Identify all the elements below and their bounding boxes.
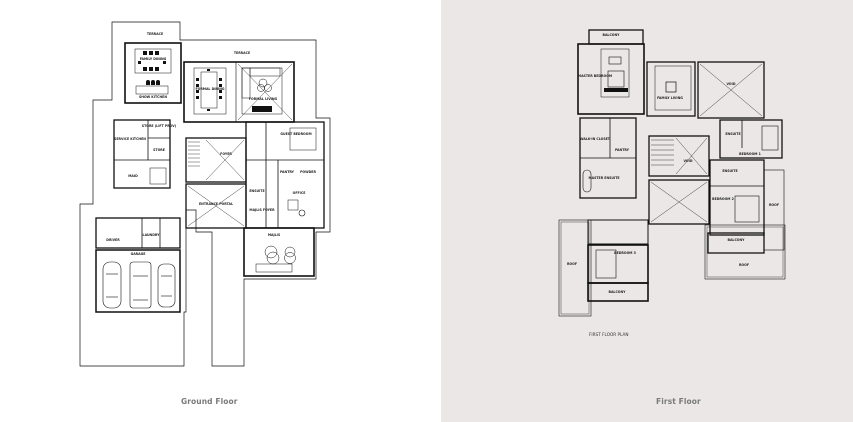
room-label-laundry: LAUNDRY (143, 233, 161, 237)
room-label-foyer: FOYER (220, 152, 232, 156)
room-label-formal-living: FORMAL LIVING (249, 97, 278, 101)
room-label-roof-left: ROOF (567, 262, 577, 266)
room-label-roof-right: ROOF (769, 203, 779, 207)
room-label-void-top: VOID (727, 82, 736, 86)
room-label-majlis: MAJLIS (268, 233, 281, 237)
room-label-bedroom-1: BEDROOM 1 (739, 152, 761, 156)
room-label-roof-bottom-right: ROOF (739, 263, 749, 267)
first-floor-panel: BALCONY MASTER BEDROOM FAMILY LIVING VOI… (441, 0, 853, 422)
first-floor-plan-title: FIRST FLOOR PLAN (589, 332, 628, 337)
room-label-store-lift: STORE (LIFT PROV) (142, 124, 177, 128)
first-floor-caption: First Floor (656, 397, 701, 406)
room-label-master-bedroom: MASTER BEDROOM (578, 74, 612, 78)
room-label-ensuite-1: ENSUITE (725, 132, 740, 136)
room-label-terrace-top: TERRACE (147, 32, 163, 36)
room-label-pantry: PANTRY (615, 148, 630, 152)
room-label-balcony-right: BALCONY (728, 238, 746, 242)
room-label-bedroom-2: BEDROOM 2 (712, 197, 734, 201)
room-label-terrace-right: TERRACE (234, 51, 250, 55)
room-label-pantry: PANTRY (280, 170, 295, 174)
room-label-formal-dining: FORMAL DINING (195, 87, 224, 91)
room-label-ensuite: ENSUITE (249, 189, 264, 193)
room-label-walkin-closet: WALK-IN CLOSET (580, 137, 611, 141)
ground-floor-caption: Ground Floor (181, 397, 238, 406)
room-label-guest-bedroom: GUEST BEDROOM (280, 132, 311, 136)
room-label-ensuite-2: ENSUITE (722, 169, 737, 173)
room-label-store: STORE (153, 148, 165, 152)
room-label-balcony-top: BALCONY (603, 33, 621, 37)
room-label-maid: MAID (128, 174, 138, 178)
room-label-balcony-bottom: BALCONY (609, 290, 627, 294)
room-label-family-living: FAMILY LIVING (657, 96, 683, 100)
room-label-void-stair: VOID (684, 159, 693, 163)
first-floor-plan: BALCONY MASTER BEDROOM FAMILY LIVING VOI… (558, 29, 786, 337)
room-label-bedroom-3: BEDROOM 3 (614, 251, 636, 255)
room-label-master-ensuite: MASTER ENSUITE (588, 176, 619, 180)
room-label-service-kitchen: SERVICE KITCHEN (114, 137, 146, 141)
room-label-show-kitchen: SHOW KITCHEN (139, 95, 167, 99)
room-label-driver: DRIVER (106, 238, 120, 242)
room-label-family-dining: FAMILY DINING (140, 57, 167, 61)
room-label-entrance-portal: ENTRANCE PORTAL (199, 202, 233, 206)
room-label-office: OFFICE (293, 191, 306, 195)
room-label-garage: GARAGE (131, 252, 146, 256)
room-label-powder: POWDER (300, 170, 316, 174)
ground-floor-plan: FAMILY DINING SHOW KITCHEN TERRACE TERRA… (79, 21, 331, 367)
ground-floor-panel: FAMILY DINING SHOW KITCHEN TERRACE TERRA… (79, 21, 331, 406)
room-label-majlis-foyer: MAJLIS FOYER (249, 208, 275, 212)
